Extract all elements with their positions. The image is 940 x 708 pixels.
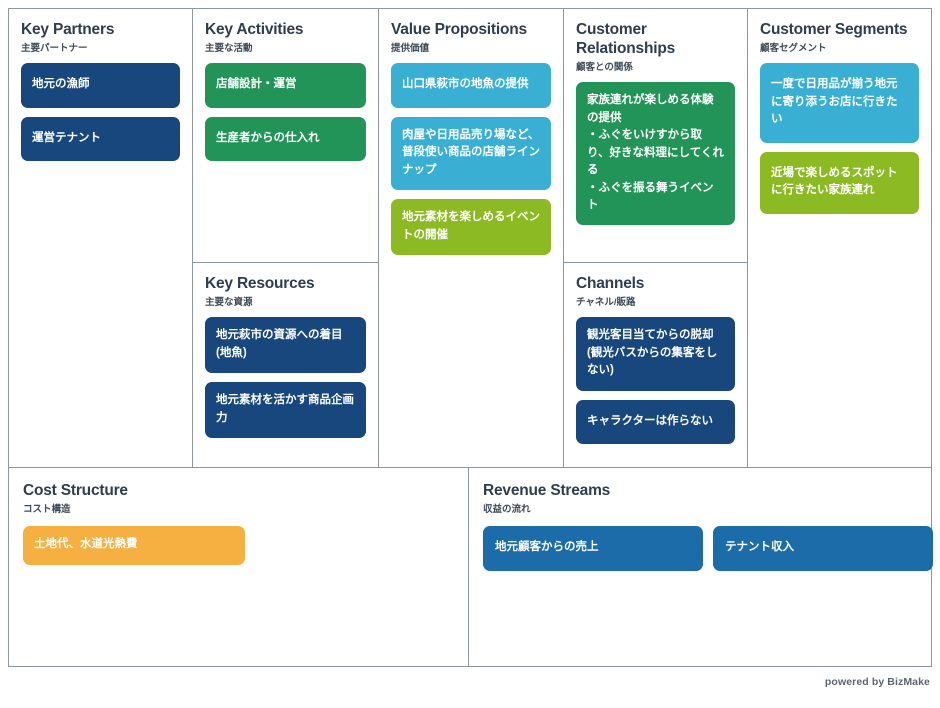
sticky-card[interactable]: 運営テナント — [21, 116, 180, 162]
section-subtitle-channels: チャネル/販路 — [576, 296, 636, 308]
section-revenue-streams[interactable]: Revenue Streams 収益の流れ 地元顧客からの売上 テナント収入 — [469, 468, 933, 666]
section-value-propositions[interactable]: Value Propositions 提供価値 山口県萩市の地魚の提供 肉屋や日… — [379, 9, 563, 467]
sticky-card[interactable]: 土地代、水道光熱費 — [23, 526, 245, 565]
card-list-revenue-streams: 地元顧客からの売上 テナント収入 — [483, 526, 933, 571]
sticky-card[interactable]: 近場で楽しめるスポットに行きたい家族連れ — [760, 151, 919, 214]
section-title-customer-segments: Customer Segments — [760, 21, 908, 38]
sticky-card[interactable]: 家族連れが楽しめる体験の提供 ・ふぐをいけすから取り、好きな料理にしてくれる ・… — [576, 82, 735, 226]
card-list-channels: 観光客目当てからの脱却(観光バスからの集客をしない) キャラクターは作らない — [576, 317, 735, 445]
sticky-card[interactable]: 地元萩市の資源への着目(地魚) — [205, 317, 366, 374]
sticky-card[interactable]: 山口県萩市の地魚の提供 — [391, 63, 551, 108]
section-subtitle-key-partners: 主要パートナー — [21, 42, 88, 54]
section-key-activities[interactable]: Key Activities 主要な活動 店舗設計・運営 生産者からの仕入れ — [193, 9, 378, 263]
column-value-propositions: Value Propositions 提供価値 山口県萩市の地魚の提供 肉屋や日… — [379, 9, 564, 467]
sticky-card[interactable]: 地元素材を楽しめるイベントの開催 — [391, 199, 551, 256]
section-subtitle-key-activities: 主要な活動 — [205, 42, 253, 54]
footer-credit: powered by BizMake — [824, 676, 930, 688]
canvas-bottom-row: Cost Structure コスト構造 土地代、水道光熱費 Revenue S… — [9, 467, 933, 666]
sticky-card[interactable]: 地元素材を活かす商品企画力 — [205, 382, 366, 439]
column-customer-relationships-channels: Customer Relationships 顧客との関係 家族連れが楽しめる体… — [564, 9, 748, 467]
card-list-value-propositions: 山口県萩市の地魚の提供 肉屋や日用品売り場など、普段使い商品の店舗ラインナップ … — [391, 63, 551, 256]
section-customer-relationships[interactable]: Customer Relationships 顧客との関係 家族連れが楽しめる体… — [564, 9, 747, 263]
card-list-key-activities: 店舗設計・運営 生産者からの仕入れ — [205, 63, 366, 162]
sticky-card[interactable]: 地元顧客からの売上 — [483, 526, 703, 571]
card-list-customer-segments: 一度で日用品が揃う地元に寄り添うお店に行きたい 近場で楽しめるスポットに行きたい… — [760, 63, 919, 214]
column-key-activities-resources: Key Activities 主要な活動 店舗設計・運営 生産者からの仕入れ K… — [193, 9, 379, 467]
card-list-key-resources: 地元萩市の資源への着目(地魚) 地元素材を活かす商品企画力 — [205, 317, 366, 439]
column-key-partners: Key Partners 主要パートナー 地元の漁師 運営テナント — [9, 9, 193, 467]
section-title-key-activities: Key Activities — [205, 21, 304, 38]
sticky-card[interactable]: 一度で日用品が揃う地元に寄り添うお店に行きたい — [760, 63, 919, 143]
section-key-resources[interactable]: Key Resources 主要な資源 地元萩市の資源への着目(地魚) 地元素材… — [193, 263, 378, 467]
section-cost-structure[interactable]: Cost Structure コスト構造 土地代、水道光熱費 — [9, 468, 469, 666]
sticky-card[interactable]: 生産者からの仕入れ — [205, 116, 366, 162]
section-customer-segments[interactable]: Customer Segments 顧客セグメント 一度で日用品が揃う地元に寄り… — [748, 9, 931, 467]
column-customer-segments: Customer Segments 顧客セグメント 一度で日用品が揃う地元に寄り… — [748, 9, 931, 467]
canvas-top-row: Key Partners 主要パートナー 地元の漁師 運営テナント Key Ac… — [9, 9, 931, 467]
section-subtitle-key-resources: 主要な資源 — [205, 296, 253, 308]
canvas-grid: Key Partners 主要パートナー 地元の漁師 運営テナント Key Ac… — [8, 8, 933, 667]
section-title-cost-structure: Cost Structure — [23, 482, 128, 499]
sticky-card[interactable]: 肉屋や日用品売り場など、普段使い商品の店舗ラインナップ — [391, 116, 551, 191]
sticky-card[interactable]: 地元の漁師 — [21, 63, 180, 108]
section-subtitle-customer-segments: 顧客セグメント — [760, 42, 827, 54]
section-subtitle-customer-relationships: 顧客との関係 — [576, 61, 633, 73]
card-list-key-partners: 地元の漁師 運営テナント — [21, 63, 180, 162]
section-title-key-partners: Key Partners — [21, 21, 115, 38]
section-channels[interactable]: Channels チャネル/販路 観光客目当てからの脱却(観光バスからの集客をし… — [564, 263, 747, 467]
sticky-card[interactable]: 観光客目当てからの脱却(観光バスからの集客をしない) — [576, 317, 735, 391]
sticky-card[interactable]: キャラクターは作らない — [576, 399, 735, 445]
section-subtitle-value-propositions: 提供価値 — [391, 42, 430, 54]
sticky-card[interactable]: テナント収入 — [713, 526, 933, 571]
section-title-key-resources: Key Resources — [205, 275, 315, 292]
section-subtitle-cost-structure: コスト構造 — [23, 503, 71, 515]
section-title-revenue-streams: Revenue Streams — [483, 482, 611, 499]
section-key-partners[interactable]: Key Partners 主要パートナー 地元の漁師 運営テナント — [9, 9, 192, 467]
sticky-card[interactable]: 店舗設計・運営 — [205, 63, 366, 108]
card-list-customer-relationships: 家族連れが楽しめる体験の提供 ・ふぐをいけすから取り、好きな料理にしてくれる ・… — [576, 82, 735, 226]
section-subtitle-revenue-streams: 収益の流れ — [483, 503, 531, 515]
card-list-cost-structure: 土地代、水道光熱費 — [23, 526, 454, 565]
section-title-value-propositions: Value Propositions — [391, 21, 527, 38]
section-title-channels: Channels — [576, 275, 645, 292]
section-title-customer-relationships: Customer Relationships — [576, 21, 676, 57]
